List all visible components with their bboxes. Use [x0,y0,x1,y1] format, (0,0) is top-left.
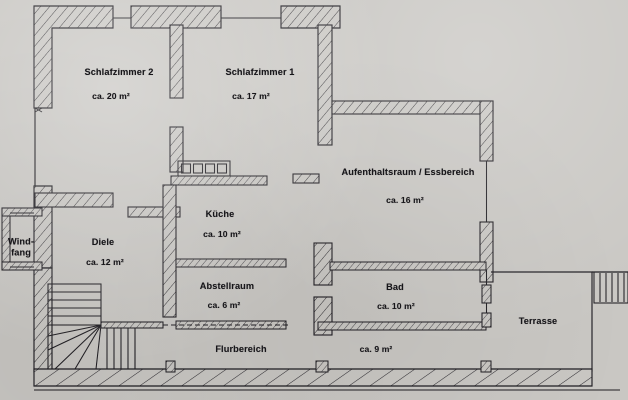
wall-group-left-exterior [33,108,53,373]
bottom-wall-piers [165,360,492,373]
windfang-walls [1,207,43,271]
wall-bad-thin [317,261,487,331]
terrace-steps [593,271,628,304]
winder-staircase [47,283,288,370]
wall-lintel-lines [34,5,340,19]
ground-wall-bottom [33,368,620,391]
terrasse-outline [491,271,628,372]
wall-group-interior-upper [34,192,181,218]
wall-bad-terrasse [481,270,492,328]
wall-group-aufenthaltsraum [292,100,494,283]
windfang-opening-lines [10,212,34,268]
kitchen-fixture-row [177,160,231,177]
door-marks [34,107,43,113]
wall-kitchen-right [162,184,177,318]
kitchen-counter-wall [170,175,268,186]
wall-kueche-abstellraum [175,258,287,268]
window-openings-right [485,161,488,222]
wall-group-exterior [33,5,341,173]
wall-group-bad [313,242,333,336]
